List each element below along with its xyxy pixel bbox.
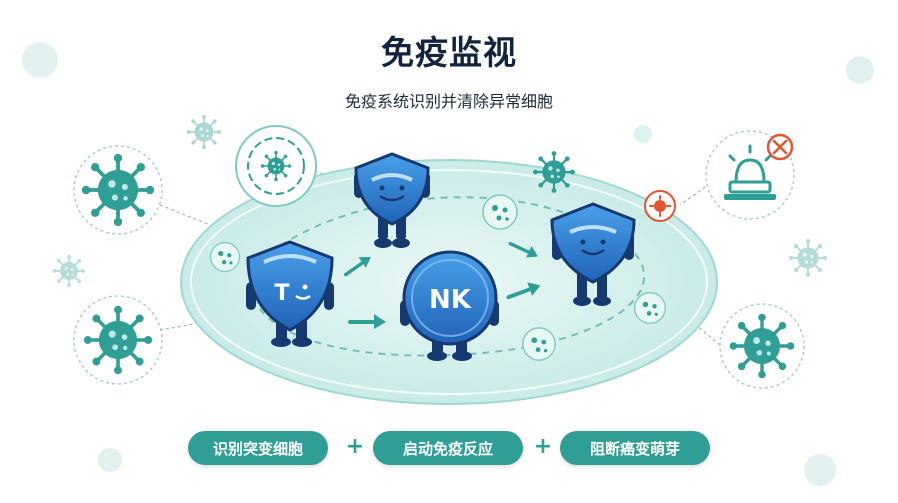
virus-icon <box>728 312 796 380</box>
virus-icon <box>80 152 156 228</box>
plus-separator-2: + <box>533 434 553 459</box>
germ-icon <box>634 292 666 324</box>
germ-icon <box>209 241 241 273</box>
abnormal-cell-icon <box>644 190 676 222</box>
nk-cell-label: NK <box>429 285 472 315</box>
virus-icon <box>788 238 828 278</box>
page-title: 免疫监视 <box>381 33 517 72</box>
b-cell-character <box>354 152 430 248</box>
virus-icon <box>82 304 154 376</box>
step-pill-3: 阻断癌变萌芽 <box>560 431 710 465</box>
cancel-icon <box>766 133 794 161</box>
germ-icon <box>482 194 518 230</box>
virus-icon <box>186 114 222 150</box>
target-cell-icon <box>235 125 317 207</box>
helper-cell-character <box>550 202 636 306</box>
step-pill-2: 启动免疫反应 <box>373 431 523 465</box>
virus-icon <box>52 254 86 288</box>
nk-cell-character <box>400 250 499 361</box>
virus-icon <box>532 150 576 194</box>
step-pill-1: 识别突变细胞 <box>188 431 328 465</box>
background-pattern <box>22 42 874 486</box>
germ-icon <box>522 327 556 361</box>
plus-separator-1: + <box>345 434 365 459</box>
page-subtitle: 免疫系统识别并清除异常细胞 <box>344 92 553 111</box>
t-cell-label: T <box>274 281 289 306</box>
t-cell-character <box>246 240 334 347</box>
